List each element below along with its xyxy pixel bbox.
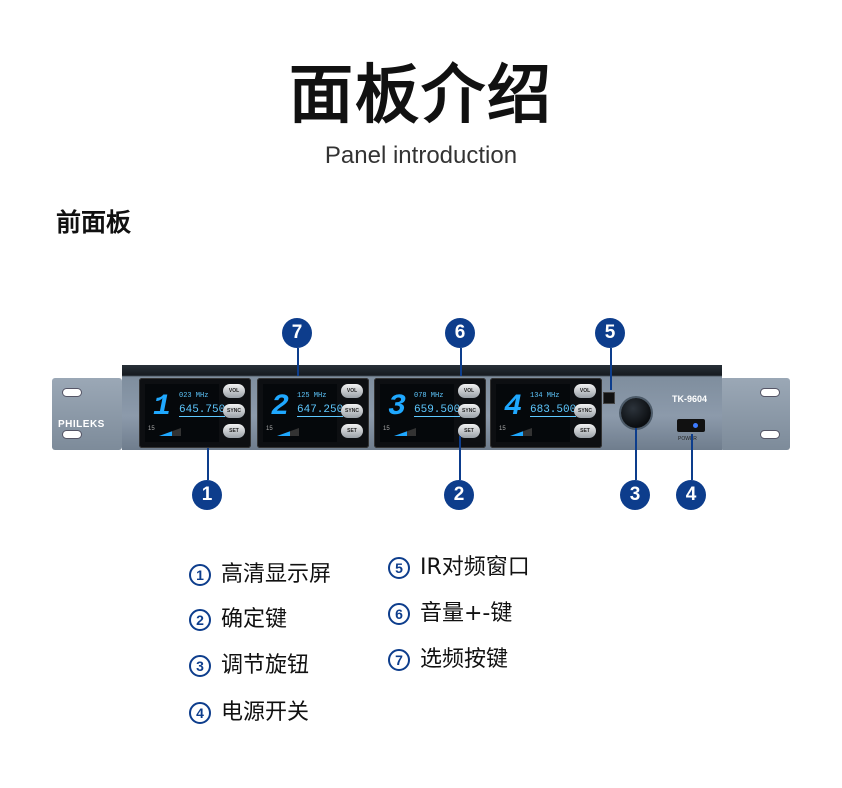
legend-text: 电源开关: [221, 700, 310, 725]
rf-level: 15: [499, 426, 506, 432]
channel-display-4: 4 134 MHz 683.500 15 VOL SYNC SET: [490, 378, 602, 448]
legend-number: 1: [189, 564, 211, 586]
section-title: 前面板: [56, 208, 132, 237]
legend-item-7: 7 选频按键: [388, 645, 508, 675]
legend-text: 选频按键: [420, 647, 509, 672]
power-indicator-icon: [693, 423, 698, 428]
sync-button[interactable]: SYNC: [223, 404, 245, 418]
channel-subinfo: 134 MHz: [530, 392, 560, 400]
leader-line: [207, 448, 209, 480]
model-label: TK-9604: [672, 394, 708, 404]
power-switch[interactable]: [677, 419, 705, 432]
adjust-knob[interactable]: [621, 398, 651, 428]
legend-item-1: 1 高清显示屏: [189, 560, 331, 590]
channel-frequency: 683.500: [530, 404, 577, 417]
sync-button[interactable]: SYNC: [341, 404, 363, 418]
marker-4: 4: [676, 480, 706, 510]
brand-logo: PHILEKS: [58, 419, 105, 430]
marker-3: 3: [620, 480, 650, 510]
legend-text: 音量+-键: [420, 601, 513, 626]
marker-6: 6: [445, 318, 475, 348]
page-title: 面板介绍: [289, 59, 553, 133]
channel-number: 2: [271, 390, 290, 424]
vol-button[interactable]: VOL: [574, 384, 596, 398]
leader-line: [610, 348, 612, 390]
mount-slot: [760, 430, 780, 439]
channel-subinfo: 023 MHz: [179, 392, 209, 400]
set-button[interactable]: SET: [223, 424, 245, 438]
channel-frequency: 647.250: [297, 404, 344, 417]
marker-5: 5: [595, 318, 625, 348]
mount-slot: [62, 430, 82, 439]
legend-item-3: 3 调节旋钮: [189, 651, 309, 681]
marker-2: 2: [444, 480, 474, 510]
mount-slot: [62, 388, 82, 397]
legend-number: 2: [189, 609, 211, 631]
channel-display-3: 3 078 MHz 659.500 15 VOL SYNC SET: [374, 378, 486, 448]
channel-number: 4: [504, 390, 523, 424]
legend-number: 5: [388, 557, 410, 579]
ir-sync-window: [603, 392, 615, 404]
power-label: POWER: [678, 436, 697, 442]
vol-button[interactable]: VOL: [223, 384, 245, 398]
page-subtitle: Panel introduction: [324, 142, 518, 169]
marker-1: 1: [192, 480, 222, 510]
rf-level: 15: [148, 426, 155, 432]
leader-line: [635, 428, 637, 480]
sync-button[interactable]: SYNC: [574, 404, 596, 418]
legend-text: IR对频窗口: [420, 555, 530, 580]
legend-text: 高清显示屏: [221, 562, 332, 587]
vol-button[interactable]: VOL: [458, 384, 480, 398]
legend-number: 7: [388, 649, 410, 671]
vol-button[interactable]: VOL: [341, 384, 363, 398]
mount-slot: [760, 388, 780, 397]
set-button[interactable]: SET: [574, 424, 596, 438]
lcd-screen: 2 125 MHz 647.250 15: [263, 384, 344, 442]
legend-item-6: 6 音量+-键: [388, 599, 512, 629]
channel-frequency: 659.500: [414, 404, 461, 417]
lcd-screen: 1 023 MHz 645.750 15: [145, 384, 226, 442]
legend-text: 调节旋钮: [221, 653, 310, 678]
rf-level: 15: [266, 426, 273, 432]
channel-number: 1: [153, 390, 172, 424]
marker-7: 7: [282, 318, 312, 348]
legend-text: 确定键: [221, 607, 288, 632]
rf-level: 15: [383, 426, 390, 432]
legend-number: 4: [189, 702, 211, 724]
rack-ear-right: [720, 378, 790, 450]
lcd-screen: 3 078 MHz 659.500 15: [380, 384, 461, 442]
signal-bars-icon: [510, 428, 532, 436]
set-button[interactable]: SET: [458, 424, 480, 438]
legend-number: 3: [189, 655, 211, 677]
channel-frequency: 645.750: [179, 404, 226, 417]
legend-number: 6: [388, 603, 410, 625]
channel-subinfo: 078 MHz: [414, 392, 444, 400]
leader-line: [460, 348, 462, 376]
sync-button[interactable]: SYNC: [458, 404, 480, 418]
channel-display-2: 2 125 MHz 647.250 15 VOL SYNC SET: [257, 378, 369, 448]
leader-line: [459, 436, 461, 480]
legend-item-5: 5 IR对频窗口: [388, 553, 530, 583]
channel-display-1: 1 023 MHz 645.750 15 VOL SYNC SET: [139, 378, 251, 448]
signal-bars-icon: [159, 428, 181, 436]
set-button[interactable]: SET: [341, 424, 363, 438]
signal-bars-icon: [394, 428, 416, 436]
lcd-screen: 4 134 MHz 683.500 15: [496, 384, 577, 442]
leader-line: [297, 348, 299, 376]
legend-item-4: 4 电源开关: [189, 698, 309, 728]
channel-subinfo: 125 MHz: [297, 392, 327, 400]
legend-item-2: 2 确定键: [189, 605, 287, 635]
signal-bars-icon: [277, 428, 299, 436]
rack-ear-left: PHILEKS: [52, 378, 122, 450]
channel-number: 3: [388, 390, 407, 424]
leader-line: [691, 434, 693, 480]
